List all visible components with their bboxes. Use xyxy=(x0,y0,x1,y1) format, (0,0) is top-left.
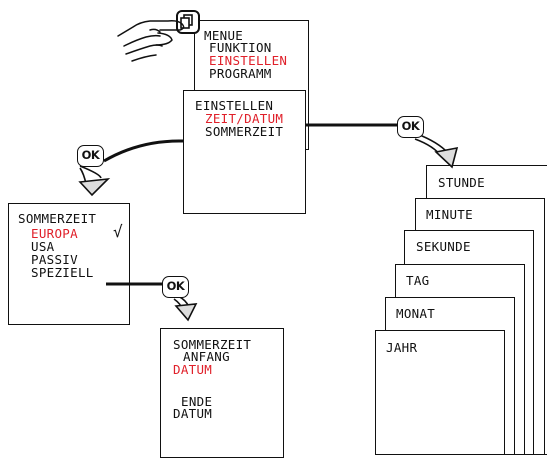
menu-flow-diagram: STUNDE MINUTE SEKUNDE TAG MONAT JAHR MEN… xyxy=(8,10,547,458)
spezial-screen xyxy=(160,328,284,458)
menu-line-funktion: FUNKTION xyxy=(209,40,272,55)
card-minute-label: MINUTE xyxy=(426,207,473,222)
einstellen-line-title: EINSTELLEN xyxy=(195,98,274,113)
einstellen-screen xyxy=(183,90,306,214)
arrow-icon xyxy=(414,133,459,169)
spezial-line-ende: ENDE xyxy=(181,394,213,409)
spezial-line-datum-start: DATUM xyxy=(173,362,213,377)
sommerzeit-line-passiv: PASSIV xyxy=(31,252,78,267)
card-stunde-label: STUNDE xyxy=(438,175,485,190)
sommerzeit-screen xyxy=(8,203,130,325)
spezial-line-datum-end: DATUM xyxy=(173,406,213,421)
einstellen-line-sommerzeit: SOMMERZEIT xyxy=(205,124,284,139)
spezial-line-anfang: ANFANG xyxy=(183,349,230,364)
ok-button[interactable]: OK xyxy=(77,145,104,167)
connectors-layer xyxy=(78,10,459,322)
card-sekunde-label: SEKUNDE xyxy=(416,239,471,254)
sommerzeit-line-usa: USA xyxy=(31,239,55,254)
card-monat-label: MONAT xyxy=(396,306,436,321)
ok-button[interactable]: OK xyxy=(162,276,189,298)
spezial-line-title: SOMMERZEIT xyxy=(173,337,252,352)
sommerzeit-line-europa: EUROPA xyxy=(31,226,78,241)
arrow-icon xyxy=(173,295,198,322)
menu-line-menue: MENUE xyxy=(204,28,244,43)
ok-button[interactable]: OK xyxy=(397,116,424,138)
connector-sommerzeit xyxy=(103,139,184,163)
hand-pressing-icon xyxy=(117,20,185,62)
card-jahr-label: JAHR xyxy=(386,340,418,355)
card-tag-label: TAG xyxy=(406,273,430,288)
menu-line-programm: PROGRAMM xyxy=(209,68,272,80)
einstellen-line-zeit-datum: ZEIT/DATUM xyxy=(205,111,284,126)
menu-line-einstellen: EINSTELLEN xyxy=(209,53,288,68)
arrow-icon xyxy=(78,165,111,197)
sommerzeit-line-speziell: SPEZIELL xyxy=(31,265,94,280)
sommerzeit-line-title: SOMMERZEIT xyxy=(18,211,97,226)
checkmark-icon: √ xyxy=(113,222,123,241)
